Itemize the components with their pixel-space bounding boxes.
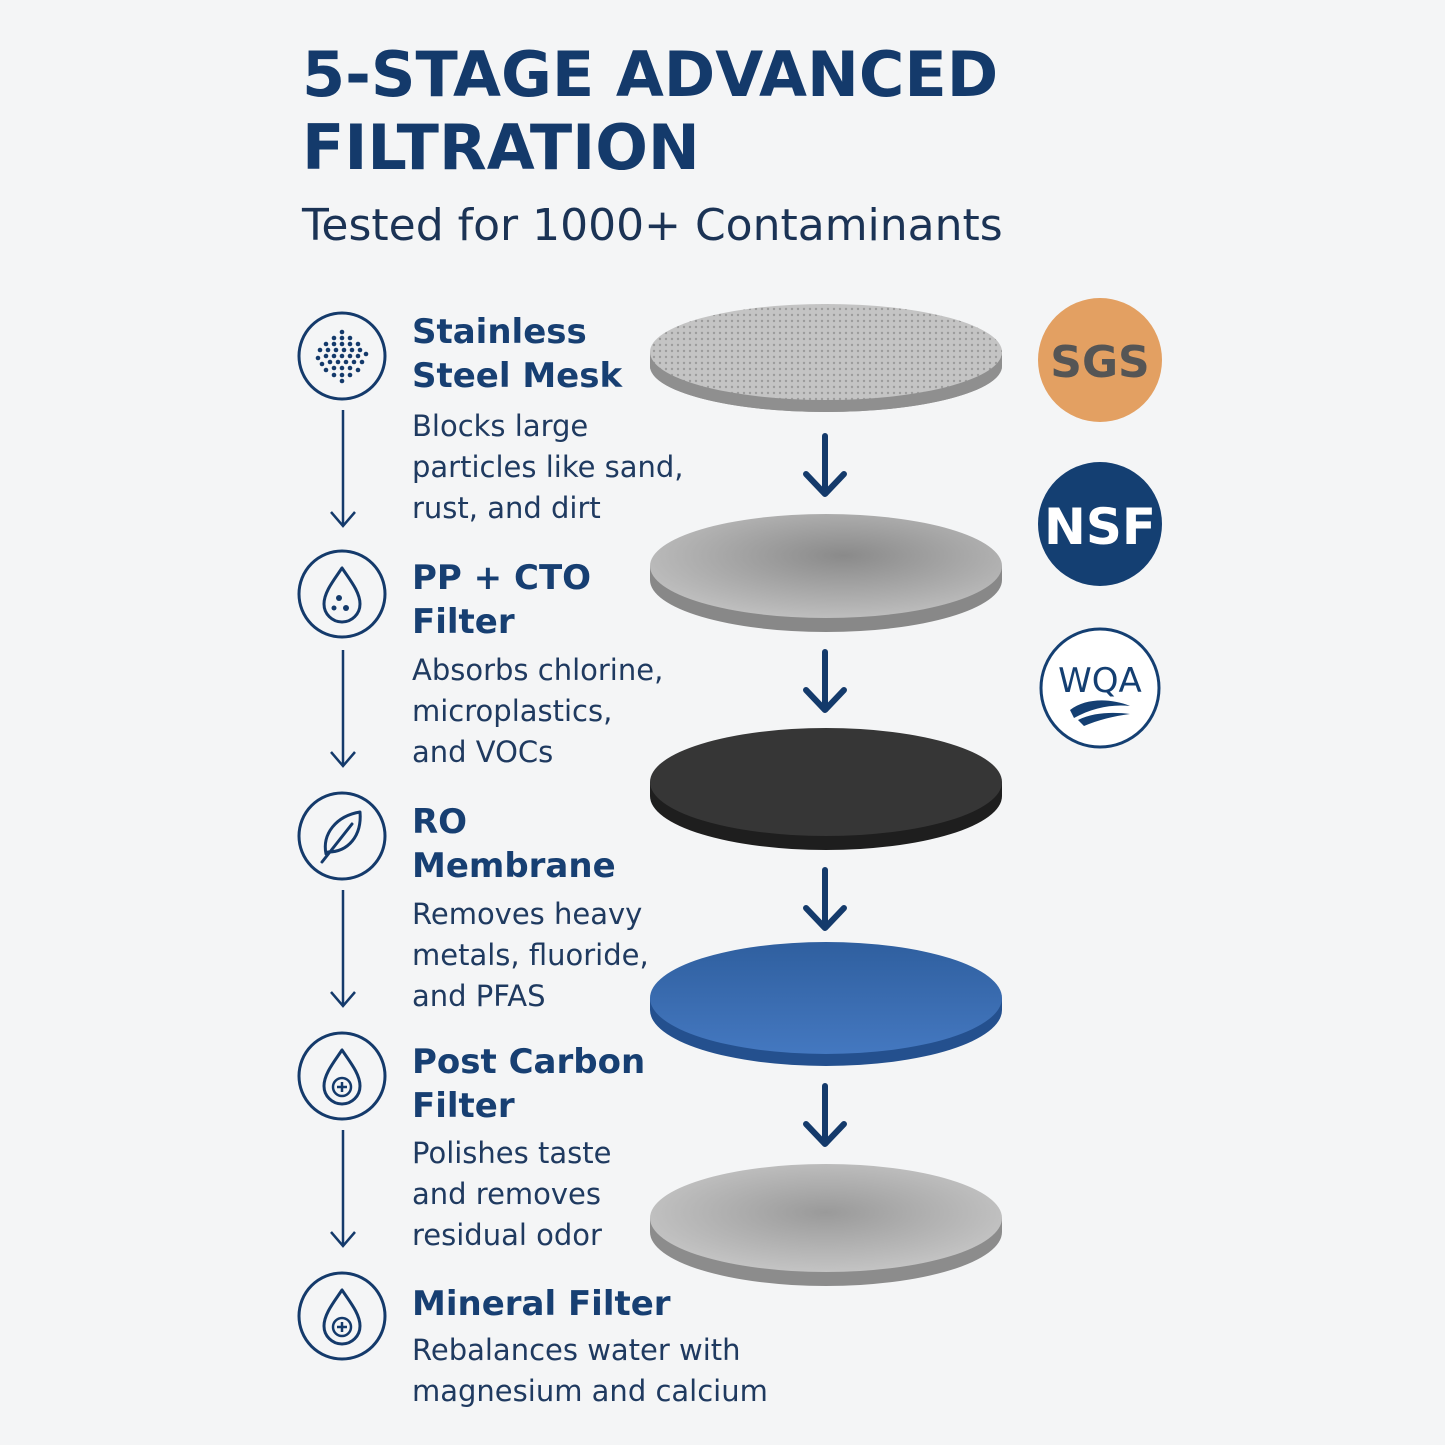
arrow-down-icon	[803, 433, 847, 497]
arrow-down-icon	[803, 1083, 847, 1147]
stage-1-description: Blocks large particles like sand, rust, …	[412, 409, 684, 525]
page-subtitle: Tested for 1000+ Contaminants	[302, 200, 1003, 251]
sgs-badge: SGS	[1038, 298, 1162, 422]
stage-3-description: Removes heavy metals, fluoride, and PFAS	[412, 897, 649, 1013]
flow-arrow-icon	[327, 648, 359, 770]
title-line-1: 5-STAGE ADVANCED	[302, 38, 999, 111]
stage-5-description: Rebalances water with magnesium and calc…	[412, 1333, 768, 1408]
water-drop-plus-icon	[296, 1270, 388, 1362]
flow-arrow-icon	[327, 408, 359, 530]
stage-4-description: Polishes taste and removes residual odor	[412, 1136, 612, 1252]
stage-2-description: Absorbs chlorine, microplastics, and VOC…	[412, 653, 664, 769]
post-carbon-disc	[645, 1160, 1007, 1290]
pp-cto-filter-disc	[645, 510, 1007, 636]
title-line-2: FILTRATION	[302, 111, 700, 184]
stage-1-name: Stainless Steel Mesk	[412, 312, 623, 396]
arrow-down-icon	[803, 867, 847, 931]
ro-membrane-disc	[645, 938, 1007, 1072]
stage-3-name: RO Membrane	[412, 802, 616, 886]
stage-4-name: Post Carbon Filter	[412, 1042, 646, 1126]
page-title: 5-STAGE ADVANCED FILTRATION	[302, 38, 1202, 184]
flow-arrow-icon	[327, 888, 359, 1010]
leaf-icon	[296, 790, 388, 882]
nsf-badge-label: NSF	[1044, 498, 1156, 556]
carbon-disc	[645, 724, 1007, 854]
arrow-down-icon	[803, 649, 847, 713]
stage-2-name: PP + CTO Filter	[412, 558, 592, 642]
flow-arrow-icon	[327, 1128, 359, 1250]
water-drop-plus-icon	[296, 1030, 388, 1122]
sgs-badge-label: SGS	[1050, 337, 1150, 388]
mesh-dots-icon	[296, 310, 388, 402]
stage-5-name: Mineral Filter	[412, 1284, 671, 1324]
wqa-badge: WQA	[1038, 626, 1162, 750]
wqa-badge-label: WQA	[1058, 661, 1142, 701]
stainless-steel-mesh-disc	[645, 300, 1007, 412]
water-drop-bubbles-icon	[296, 548, 388, 640]
nsf-badge: NSF	[1038, 462, 1162, 586]
